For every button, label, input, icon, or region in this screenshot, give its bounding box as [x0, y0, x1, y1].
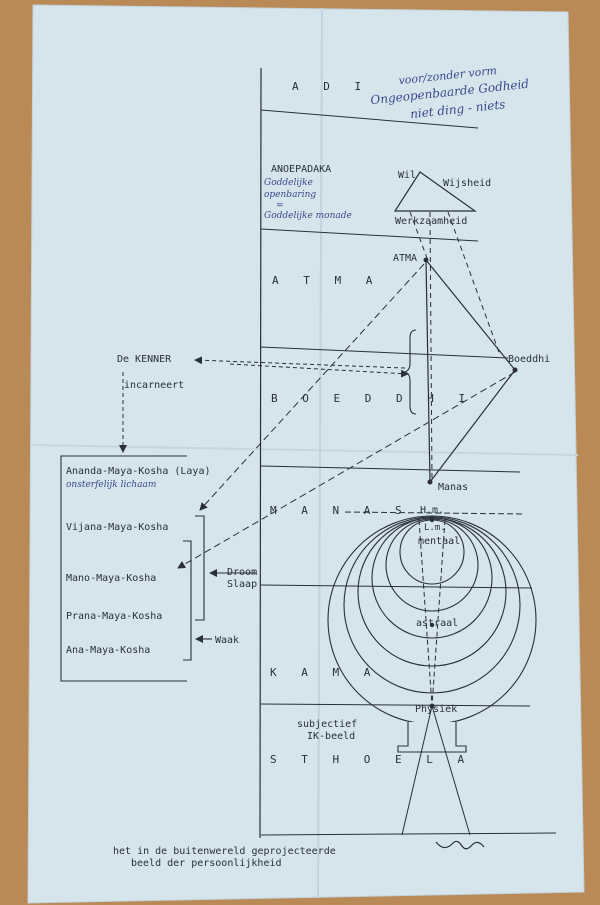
plane-manas: M A N A S	[270, 504, 411, 517]
kosha-ana: Ana-Maya-Kosha	[66, 645, 150, 656]
kosha-prana: Prana-Maya-Kosha	[66, 611, 162, 622]
plane-anoepadaka: ANOEPADAKA	[271, 164, 331, 175]
kosha-ananda: Ananda-Maya-Kosha (Laya)	[66, 466, 211, 477]
physiek-label: Physiek	[415, 704, 457, 715]
plane-kama: K A M A	[270, 666, 379, 679]
astraal-label: astraal	[416, 618, 458, 629]
hand-anoe-line3: =	[276, 201, 284, 211]
hand-anoe-line2: openbaring	[264, 190, 316, 200]
kosha-vijana: Vijana-Maya-Kosha	[66, 522, 168, 533]
atma-label: ATMA	[393, 253, 417, 264]
boeddhi-point	[513, 368, 518, 373]
plane-atma: A T M A	[272, 274, 381, 287]
triangle-wijsheid: Wijsheid	[443, 178, 491, 189]
triangle-werkzaamheid: Werkzaamheid	[395, 216, 467, 227]
manas-point	[428, 480, 433, 485]
physical-neck	[398, 722, 466, 752]
subjectief-label: subjectief	[297, 719, 357, 730]
incarneert-label: incarneert	[124, 380, 184, 391]
plane-sthoela: S T H O E L A	[270, 753, 473, 766]
plane-adi: A D I	[292, 80, 370, 93]
manas-label: Manas	[438, 482, 468, 493]
hm-point	[430, 518, 434, 522]
kosha-mano: Mano-Maya-Kosha	[66, 573, 156, 584]
state-waak: Waak	[215, 635, 239, 646]
hand-anoe-line4: Goddelijke monade	[264, 211, 352, 221]
laya-note: onsterfelijk lichaam	[66, 480, 156, 490]
boeddhi-label: Boeddhi	[508, 354, 550, 365]
state-droom: Droom	[227, 567, 257, 578]
caption-line1: het in de buitenwereld geprojecteerde	[113, 846, 336, 857]
caption-line2: beeld der persoonlijkheid	[131, 858, 282, 869]
lm-label: L.m.	[424, 523, 446, 533]
kenner-label: De KENNER	[117, 354, 172, 365]
hand-anoe-line1: Goddelijke	[264, 178, 313, 188]
state-slaap: Slaap	[227, 579, 257, 590]
ikbeeld-label: IK-beeld	[307, 731, 355, 742]
hm-label: H.m.	[420, 505, 444, 516]
mentaal-label: mentaal	[418, 536, 460, 547]
triangle-wil: Wil	[398, 170, 416, 181]
atma-point	[424, 258, 429, 263]
